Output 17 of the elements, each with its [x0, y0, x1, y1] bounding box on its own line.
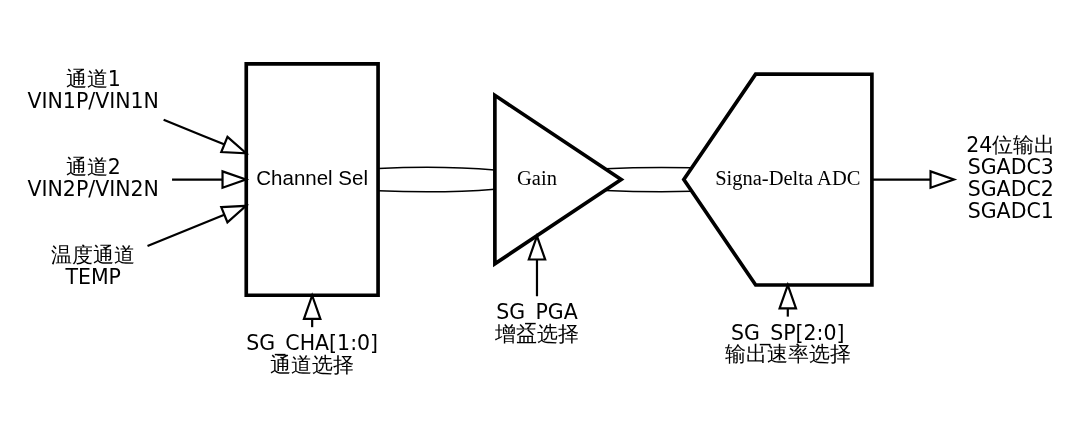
node-text: SG_SP[2:0] 输出速率选择: [724, 320, 851, 366]
connector: [604, 189, 693, 192]
node-box: Channel Sel: [244, 61, 380, 297]
arrow: [172, 169, 250, 189]
node-text: 24位输出 SGADC3 SGADC2 SGADC1: [966, 132, 1056, 223]
node-text: SG_PGA 增益选择: [494, 299, 579, 346]
connector: [604, 166, 693, 169]
node-text: 通道2 VIN2P/VIN2N: [27, 154, 159, 201]
arrow: [872, 169, 958, 189]
connector: [377, 187, 496, 192]
arrow: [163, 118, 250, 155]
node-text: 通道1 VIN1P/VIN1N: [27, 66, 159, 113]
node-text: 温度通道 TEMP: [51, 242, 136, 289]
arrow: [147, 204, 250, 247]
connector: [377, 166, 496, 171]
arrow: [527, 232, 547, 296]
node-text: SG_CHA[1:0] 通道选择: [246, 330, 379, 377]
